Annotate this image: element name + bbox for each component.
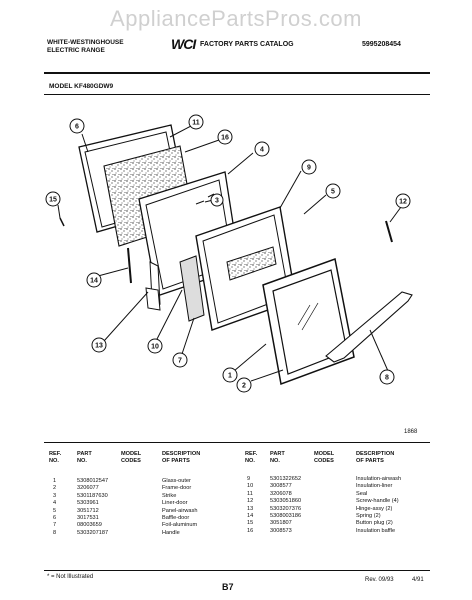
brand-line2: ELECTRIC RANGE [47, 47, 105, 54]
table-top-rule [44, 442, 430, 443]
footer-rule [44, 570, 430, 571]
callout-8: 8 [385, 375, 389, 382]
callout-6: 6 [75, 124, 79, 131]
th-model: MODEL CODES [314, 451, 335, 465]
wci-logo: WCI [171, 36, 196, 52]
callout-16: 16 [221, 135, 229, 142]
callout-7: 7 [178, 358, 182, 365]
callout-15: 15 [49, 197, 57, 204]
th-ref: REF. NO. [49, 451, 62, 465]
callout-3: 3 [215, 198, 219, 205]
callout-1: 1 [228, 373, 232, 380]
watermark: AppliancePartsPros.com [110, 6, 362, 31]
model-rule [44, 94, 430, 95]
th-part: PART NO. [270, 451, 285, 465]
callout-9: 9 [307, 165, 311, 172]
callout-5: 5 [331, 189, 335, 196]
callout-12: 12 [399, 199, 407, 206]
catalog-title: FACTORY PARTS CATALOG [200, 41, 294, 48]
th-model: MODEL CODES [121, 451, 142, 465]
th-part: PART NO. [77, 451, 92, 465]
callout-4: 4 [260, 147, 264, 154]
revision: Rev. 09/93 [365, 577, 394, 583]
th-desc: DESCRIPTION OF PARTS [162, 451, 201, 465]
footnote: * = Not Illustrated [47, 574, 94, 580]
callout-14: 14 [90, 278, 98, 285]
th-desc: DESCRIPTION OF PARTS [356, 451, 395, 465]
header-rule [44, 72, 430, 74]
figure-number: 1868 [404, 429, 418, 435]
page-number: B7 [222, 582, 234, 592]
model-label: MODEL KF480GDW9 [49, 83, 114, 90]
callout-2: 2 [242, 383, 246, 390]
brand-line1: WHITE-WESTINGHOUSE [47, 39, 124, 46]
th-ref: REF. NO. [245, 451, 258, 465]
callout-13: 13 [95, 343, 103, 350]
part-handle [325, 291, 413, 363]
catalog-number: 5995208454 [362, 41, 401, 48]
callout-10: 10 [151, 344, 159, 351]
date-code: 4/91 [412, 577, 424, 583]
callout-11: 11 [192, 120, 200, 127]
